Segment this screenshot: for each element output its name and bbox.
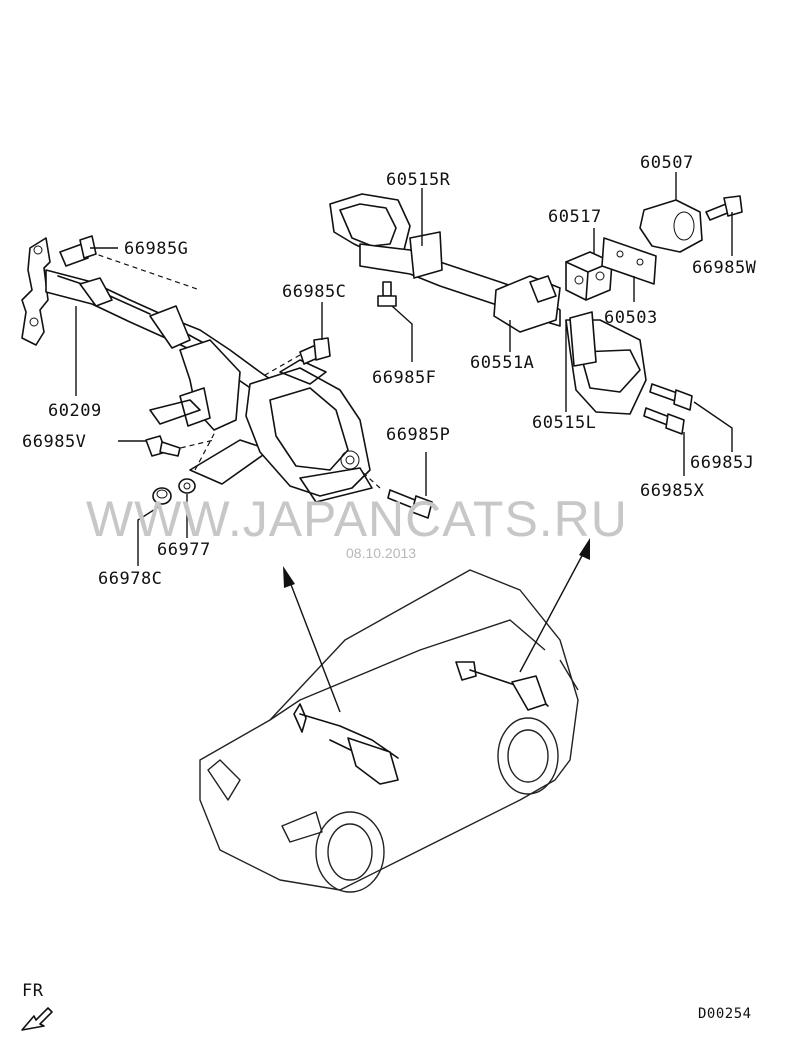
bolt-66985P (387, 489, 433, 519)
vehicle-reinforcement-right (455, 661, 549, 711)
label-66985F: 66985F (372, 368, 436, 388)
label-60503: 60503 (604, 308, 658, 328)
bracket-60507 (639, 199, 703, 253)
label-66985J: 66985J (690, 453, 754, 473)
left-reinforcement-drawing (21, 237, 381, 503)
front-indicator-label: FR (22, 981, 44, 1001)
label-60507: 60507 (640, 153, 694, 173)
label-60551A: 60551A (470, 353, 534, 373)
bracket-60503 (601, 237, 657, 285)
bolt-66985J (649, 383, 693, 411)
label-66977: 66977 (157, 540, 211, 560)
label-60209: 60209 (48, 401, 102, 421)
vehicle-outline (199, 569, 579, 893)
bolt-66985X (643, 407, 685, 435)
label-66985W: 66985W (692, 258, 757, 278)
label-60515R: 60515R (386, 170, 451, 190)
label-66985P: 66985P (386, 425, 450, 445)
bolt-66985F (377, 281, 397, 307)
front-direction-icon (21, 1007, 53, 1031)
right-reinforcement-drawing (329, 193, 647, 415)
label-66985G: 66985G (124, 239, 188, 259)
date-stamp: 08.10.2013 (346, 545, 416, 561)
nut-66978C (152, 487, 172, 505)
vehicle-reinforcement-left (293, 703, 399, 785)
diagram-code: D00254 (698, 1006, 752, 1022)
label-60515L: 60515L (532, 413, 596, 433)
leader-lines (75, 172, 733, 566)
label-66985V: 66985V (22, 432, 86, 452)
label-60517: 60517 (548, 207, 602, 227)
bolt-66985G (59, 235, 97, 267)
bolt-66985W (705, 195, 743, 221)
watermark: WWW.JAPANCATS.RU (86, 491, 628, 547)
bolt-66985V (145, 435, 181, 457)
bolt-66985C (299, 337, 331, 365)
washer-66977 (178, 478, 196, 494)
label-66978C: 66978C (98, 569, 162, 589)
pointer-arrows (283, 538, 590, 713)
label-66985X: 66985X (640, 481, 705, 501)
label-66985C: 66985C (282, 282, 346, 302)
